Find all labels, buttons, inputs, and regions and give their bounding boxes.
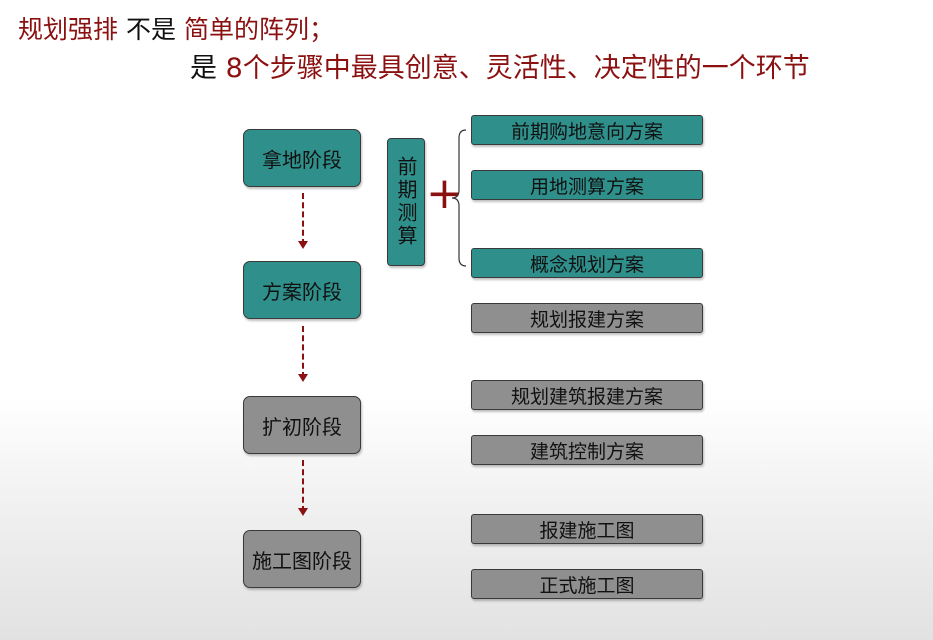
step-planning-submission: 规划报建方案 [471, 303, 703, 333]
step-planning-architecture-submission: 规划建筑报建方案 [471, 380, 703, 410]
plus-sign: + [426, 168, 463, 219]
title-text-1: 不是 [125, 15, 176, 44]
flow-arrow-line [302, 193, 304, 245]
stage-preliminary-design: 扩初阶段 [243, 396, 361, 454]
preliminary-calculation-label: 前期测算 [394, 156, 418, 248]
title-line-1: 规划强排 不是 简单的阵列； [18, 14, 334, 46]
stage-land-acquisition: 拿地阶段 [243, 129, 361, 187]
flow-arrow-head [298, 241, 308, 249]
step-land-purchase-intent: 前期购地意向方案 [471, 115, 703, 145]
step-land-calculation: 用地测算方案 [471, 170, 703, 200]
title-text-2: 是 [190, 53, 217, 84]
flow-arrow-line [302, 460, 304, 512]
step-formal-construction-drawing: 正式施工图 [471, 569, 703, 599]
step-submission-construction-drawing: 报建施工图 [471, 514, 703, 544]
title-line-2: 是 8个步骤中最具创意、灵活性、决定性的一个环节 [190, 52, 810, 86]
step-architecture-control: 建筑控制方案 [471, 435, 703, 465]
stage-construction-drawing: 施工图阶段 [243, 530, 361, 588]
curly-brace [451, 129, 467, 267]
title-highlight-1: 规划强排 [18, 15, 119, 44]
flow-arrow-head [298, 374, 308, 382]
preliminary-calculation-box: 前期测算 [387, 138, 425, 266]
step-concept-planning: 概念规划方案 [471, 248, 703, 278]
stage-scheme: 方案阶段 [243, 261, 361, 319]
flow-arrow-line [302, 326, 304, 378]
title-highlight-3: 8个步骤中最具创意、灵活性、决定性的一个环节 [225, 53, 810, 84]
flow-arrow-head [298, 508, 308, 516]
title-highlight-2: 简单的阵列； [183, 15, 334, 44]
